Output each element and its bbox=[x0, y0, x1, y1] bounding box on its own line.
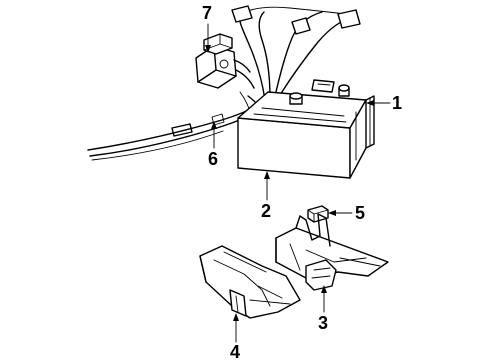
callout-2: 2 bbox=[261, 201, 271, 221]
battery bbox=[237, 79, 367, 179]
tray-support bbox=[275, 213, 389, 291]
leader-lines bbox=[205, 23, 391, 343]
callout-7: 7 bbox=[202, 3, 212, 23]
cable-harness bbox=[87, 5, 361, 161]
callout-3: 3 bbox=[318, 313, 328, 333]
callout-4: 4 bbox=[230, 342, 240, 360]
bracket bbox=[199, 245, 301, 319]
relay-connector bbox=[195, 33, 255, 89]
callout-1: 1 bbox=[392, 93, 402, 113]
callout-6: 6 bbox=[208, 149, 218, 169]
callout-5: 5 bbox=[355, 203, 365, 223]
battery-tray bbox=[365, 95, 375, 149]
